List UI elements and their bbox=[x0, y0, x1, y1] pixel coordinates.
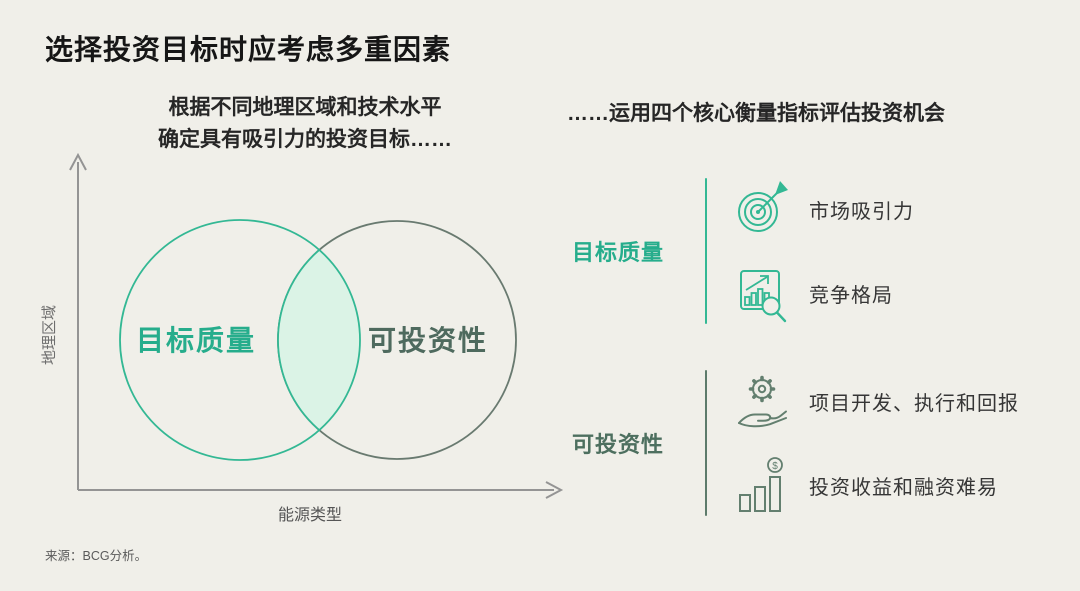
chart-magnifier-icon bbox=[731, 262, 793, 324]
venn-diagram: 目标质量 可投资性 地理区域 能源类型 bbox=[41, 152, 564, 524]
metric-group-target-quality: 目标质量 市场吸引力 bbox=[572, 178, 1072, 324]
metric-group-label: 可投资性 bbox=[572, 432, 665, 457]
metric-item: 项目开发、执行和回报 bbox=[731, 370, 1019, 432]
metrics-subtitle: ……运用四个核心衡量指标评估投资机会 bbox=[567, 102, 945, 125]
investability-label: 可投资性 bbox=[368, 325, 488, 356]
metric-item-label: 项目开发、执行和回报 bbox=[809, 392, 1019, 415]
axes bbox=[69, 152, 564, 499]
target-dart-icon bbox=[731, 178, 793, 240]
metric-item: 竞争格局 bbox=[731, 262, 914, 324]
venn-subtitle-line1: 根据不同地理区域和技术水平 bbox=[168, 96, 442, 119]
target-quality-circle bbox=[119, 219, 361, 461]
gear-hand-icon bbox=[731, 370, 793, 432]
venn-overlap-region bbox=[277, 220, 360, 460]
metric-group-label: 目标质量 bbox=[572, 240, 665, 265]
group-divider bbox=[705, 370, 707, 516]
bars-dollar-icon: $ bbox=[731, 454, 793, 516]
metric-item-label: 竞争格局 bbox=[809, 284, 893, 307]
group-divider bbox=[705, 178, 707, 324]
metric-group-investability: 可投资性 bbox=[572, 370, 1072, 516]
metric-item: 市场吸引力 bbox=[731, 178, 914, 240]
metric-item: $ 投资收益和融资难易 bbox=[731, 454, 1019, 516]
metric-item-label: 市场吸引力 bbox=[809, 200, 914, 223]
metric-item-label: 投资收益和融资难易 bbox=[809, 476, 998, 499]
group-items: 项目开发、执行和回报 $ 投资收益和融资难易 bbox=[707, 370, 1019, 516]
x-axis-label: 能源类型 bbox=[278, 506, 342, 524]
group-items: 市场吸引力 竞争格局 bbox=[707, 178, 914, 324]
venn-subtitle-line2: 确定具有吸引力的投资目标…… bbox=[158, 127, 452, 151]
x-axis-arrowhead-icon bbox=[545, 481, 564, 499]
page-title: 选择投资目标时应考虑多重因素 bbox=[45, 34, 452, 65]
svg-text:$: $ bbox=[772, 461, 778, 472]
y-axis-arrowhead-icon bbox=[69, 152, 87, 171]
target-quality-label: 目标质量 bbox=[136, 325, 256, 356]
venn-subtitle: 根据不同地理区域和技术水平 确定具有吸引力的投资目标…… bbox=[90, 92, 520, 155]
y-axis-label: 地理区域 bbox=[41, 305, 58, 365]
source-note: 来源：BCG分析。 bbox=[45, 549, 148, 563]
